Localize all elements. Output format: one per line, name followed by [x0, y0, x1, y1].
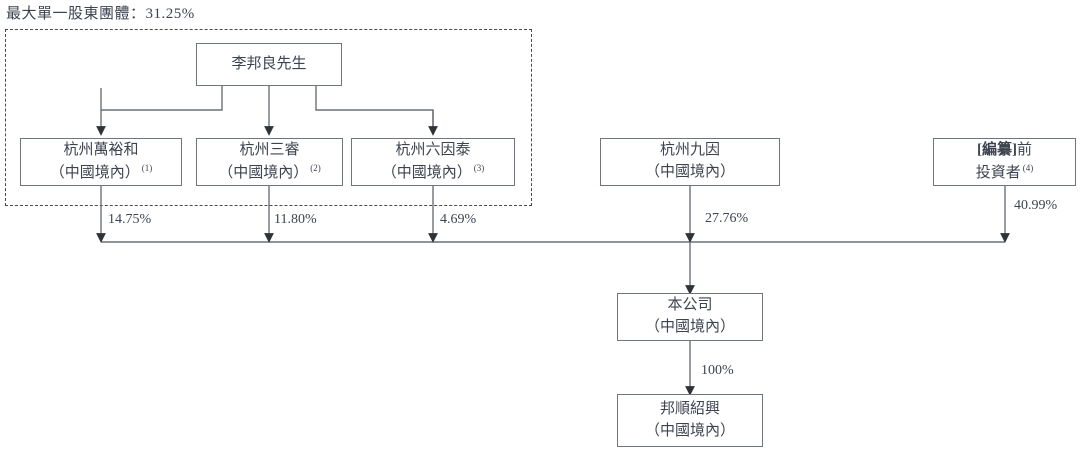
node-entity5-note: (4)	[1022, 162, 1034, 173]
node-company-name: 本公司	[667, 297, 713, 314]
node-entity3[interactable]: 杭州六因泰 （中國境內）(3)	[351, 138, 515, 186]
node-entity1[interactable]: 杭州萬裕和 （中國境內）(1)	[20, 138, 182, 186]
node-entity2[interactable]: 杭州三睿 （中國境內）(2)	[196, 138, 343, 186]
node-subsidiary[interactable]: 邦順紹興 （中國境內）	[617, 394, 763, 447]
node-entity5[interactable]: [編纂]前 投資者(4)	[933, 138, 1076, 186]
pct-company-subsidiary: 100%	[701, 363, 734, 378]
node-entity2-name: 杭州三睿	[239, 141, 300, 158]
node-person[interactable]: 李邦良先生	[196, 43, 342, 86]
pct-entity1: 14.75%	[108, 212, 152, 227]
node-entity3-note: (3)	[473, 162, 485, 173]
pct-entity3: 4.69%	[440, 212, 477, 227]
node-entity1-note: (1)	[141, 162, 153, 173]
node-entity5-bracket: [編纂]	[976, 141, 1017, 158]
node-person-name: 李邦良先生	[231, 55, 307, 72]
node-entity1-name: 杭州萬裕和	[63, 141, 139, 158]
node-company-jurisdiction: （中國境內）	[644, 319, 735, 335]
node-subsidiary-jurisdiction: （中國境內）	[644, 422, 735, 439]
pct-entity4: 27.76%	[705, 211, 749, 226]
node-entity3-name: 杭州六因泰	[395, 141, 471, 158]
node-entity5-name: [編纂]前	[976, 141, 1032, 158]
node-entity2-jurisdiction: （中國境內）(2)	[218, 162, 321, 181]
node-entity5-role: 投資者(4)	[975, 162, 1034, 181]
node-entity3-jurisdiction: （中國境內）(3)	[381, 162, 485, 181]
node-subsidiary-name: 邦順紹興	[659, 400, 720, 417]
node-entity4-name: 杭州九因	[659, 142, 720, 159]
pct-entity2: 11.80%	[274, 212, 317, 227]
node-entity2-note: (2)	[310, 162, 321, 173]
node-entity4[interactable]: 杭州九因 （中國境內）	[600, 138, 780, 186]
pct-entity5: 40.99%	[1014, 198, 1058, 213]
node-company[interactable]: 本公司 （中國境內）	[617, 293, 763, 341]
node-entity4-jurisdiction: （中國境內）	[644, 164, 735, 180]
node-entity1-jurisdiction: （中國境內）(1)	[49, 162, 153, 181]
largest-shareholder-group-label: 最大單一股東團體：31.25%	[6, 6, 195, 22]
